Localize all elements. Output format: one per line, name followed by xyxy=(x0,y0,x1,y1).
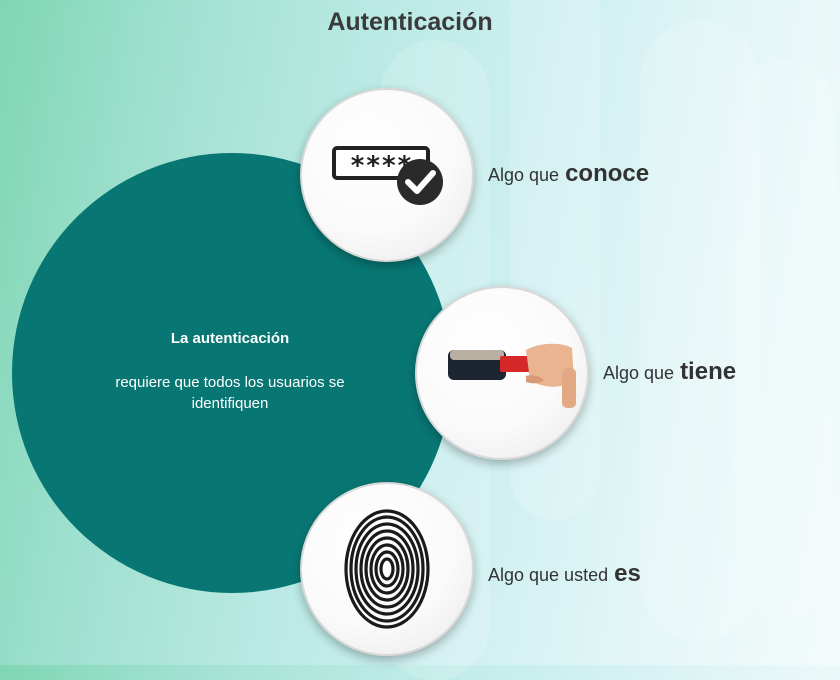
factor-possession-circle xyxy=(415,286,589,460)
background-stripe xyxy=(735,60,835,620)
background-stripe xyxy=(640,20,760,640)
factor-inherence-circle xyxy=(300,482,474,656)
page-title: Autenticación xyxy=(327,8,493,36)
authentication-heading: La autenticación xyxy=(170,330,290,347)
authentication-description: requiere que todos los usuarios se ident… xyxy=(115,374,345,412)
smart-card-icon xyxy=(448,343,576,408)
password-check-icon: **** xyxy=(332,146,443,205)
factor-knowledge-circle: **** xyxy=(300,88,474,262)
fingerprint-icon xyxy=(344,509,430,629)
